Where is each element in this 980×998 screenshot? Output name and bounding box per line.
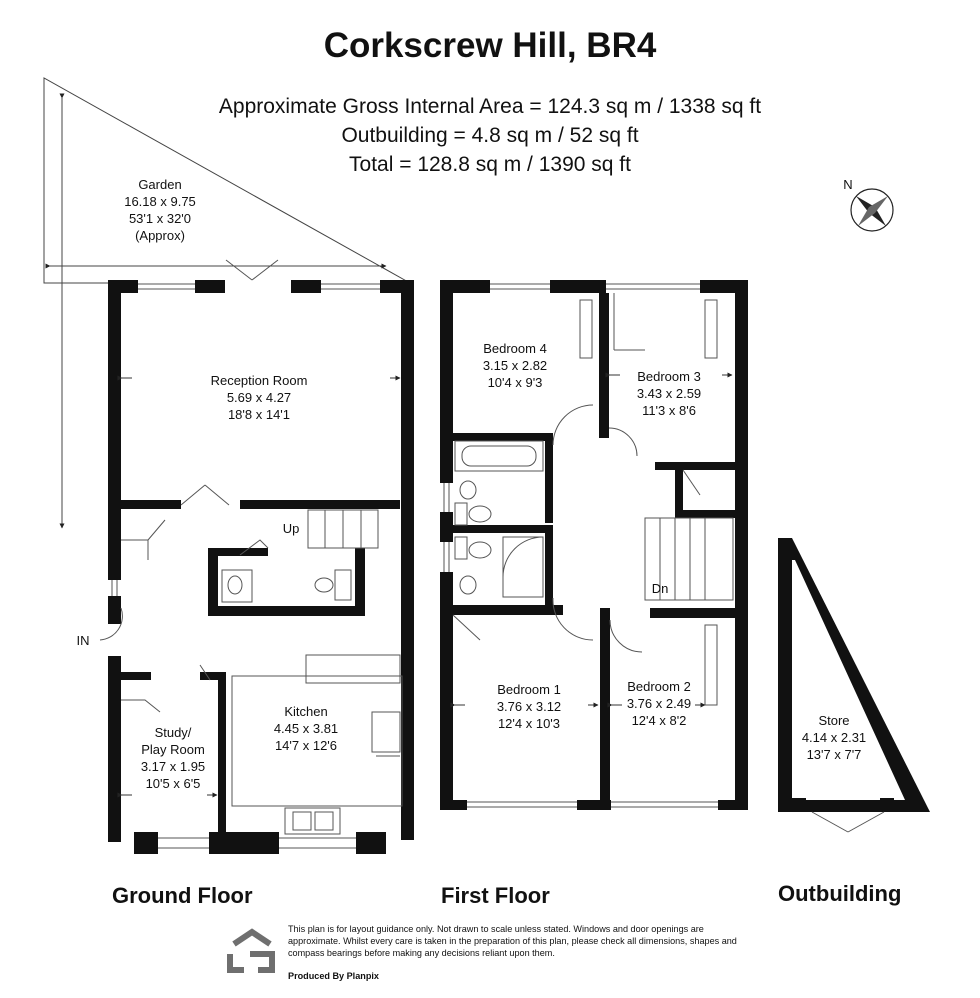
room-imperial: 14'7 x 12'6 <box>274 738 338 753</box>
garden-note: (Approx) <box>135 228 185 243</box>
room-bedroom-3: Bedroom 3 3.43 x 2.59 11'3 x 8'6 <box>614 368 724 419</box>
room-imperial: 11'3 x 8'6 <box>642 403 696 418</box>
room-imperial: 13'7 x 7'7 <box>806 747 862 762</box>
room-imperial: 10'5 x 6'5 <box>145 776 201 791</box>
stairs-down-label: Dn <box>651 581 669 596</box>
compass-north-label: N <box>843 177 853 192</box>
outbuilding-walls <box>778 538 930 833</box>
room-imperial: 18'8 x 14'1 <box>227 407 291 422</box>
room-name: Bedroom 2 <box>627 679 691 694</box>
room-store: Store 4.14 x 2.31 13'7 x 7'7 <box>784 712 884 763</box>
entrance-label: IN <box>76 633 90 648</box>
room-metric: 3.76 x 2.49 <box>626 696 692 711</box>
gross-area-text: Approximate Gross Internal Area = 124.3 … <box>218 95 762 118</box>
room-name: Reception Room <box>210 373 308 388</box>
garden-metric: 16.18 x 9.75 <box>124 194 196 209</box>
compass-rose <box>850 188 894 232</box>
first-dimension-arrows <box>450 372 733 708</box>
room-bedroom-4: Bedroom 4 3.15 x 2.82 10'4 x 9'3 <box>460 340 570 391</box>
floor-label-first: First Floor <box>441 883 550 908</box>
room-kitchen: Kitchen 4.45 x 3.81 14'7 x 12'6 <box>246 703 366 754</box>
ground-dimension-arrows <box>117 375 401 798</box>
planpix-logo <box>227 928 275 973</box>
room-metric: 3.15 x 2.82 <box>482 358 548 373</box>
room-metric: 3.76 x 3.12 <box>496 699 562 714</box>
room-name: Bedroom 3 <box>637 369 701 384</box>
first-floor-walls <box>440 280 748 810</box>
outbuilding-area-text: Outbuilding = 4.8 sq m / 52 sq ft <box>341 124 639 147</box>
produced-by: Produced By Planpix <box>288 971 379 981</box>
page-title: Corkscrew Hill, BR4 <box>323 26 657 65</box>
room-name-line2: Play Room <box>141 742 205 757</box>
stairs-up-label: Up <box>282 521 300 536</box>
room-name: Bedroom 1 <box>497 682 561 697</box>
first-floor-windows <box>443 283 718 808</box>
room-metric: 4.45 x 3.81 <box>273 721 339 736</box>
room-metric: 4.14 x 2.31 <box>801 730 867 745</box>
disclaimer-text: This plan is for layout guidance only. N… <box>288 924 737 958</box>
room-metric: 3.17 x 1.95 <box>140 759 206 774</box>
ground-floor-windows <box>111 283 380 849</box>
room-bedroom-2: Bedroom 2 3.76 x 2.49 12'4 x 8'2 <box>604 678 714 729</box>
room-metric: 3.43 x 2.59 <box>636 386 702 401</box>
room-imperial: 12'4 x 10'3 <box>497 716 561 731</box>
room-metric: 5.69 x 4.27 <box>226 390 292 405</box>
floor-label-ground: Ground Floor <box>112 883 253 908</box>
garden-name: Garden <box>138 177 182 192</box>
garden-imperial: 53'1 x 32'0 <box>128 211 192 226</box>
total-area-text: Total = 128.8 sq m / 1390 sq ft <box>349 153 631 176</box>
room-name: Store <box>818 713 850 728</box>
room-study: Study/ Play Room 3.17 x 1.95 10'5 x 6'5 <box>128 724 218 792</box>
room-reception: Reception Room 5.69 x 4.27 18'8 x 14'1 <box>184 372 334 423</box>
floor-label-outbuilding: Outbuilding <box>778 881 902 906</box>
room-name: Kitchen <box>284 704 328 719</box>
garden-area <box>43 77 411 529</box>
ground-floor-fixtures <box>99 259 403 835</box>
room-name: Bedroom 4 <box>483 341 547 356</box>
first-floor-fixtures <box>452 293 734 706</box>
ground-floor-walls <box>108 280 414 854</box>
room-bedroom-1: Bedroom 1 3.76 x 3.12 12'4 x 10'3 <box>474 681 584 732</box>
room-imperial: 10'4 x 9'3 <box>487 375 543 390</box>
room-name: Study/ <box>154 725 192 740</box>
room-imperial: 12'4 x 8'2 <box>631 713 687 728</box>
